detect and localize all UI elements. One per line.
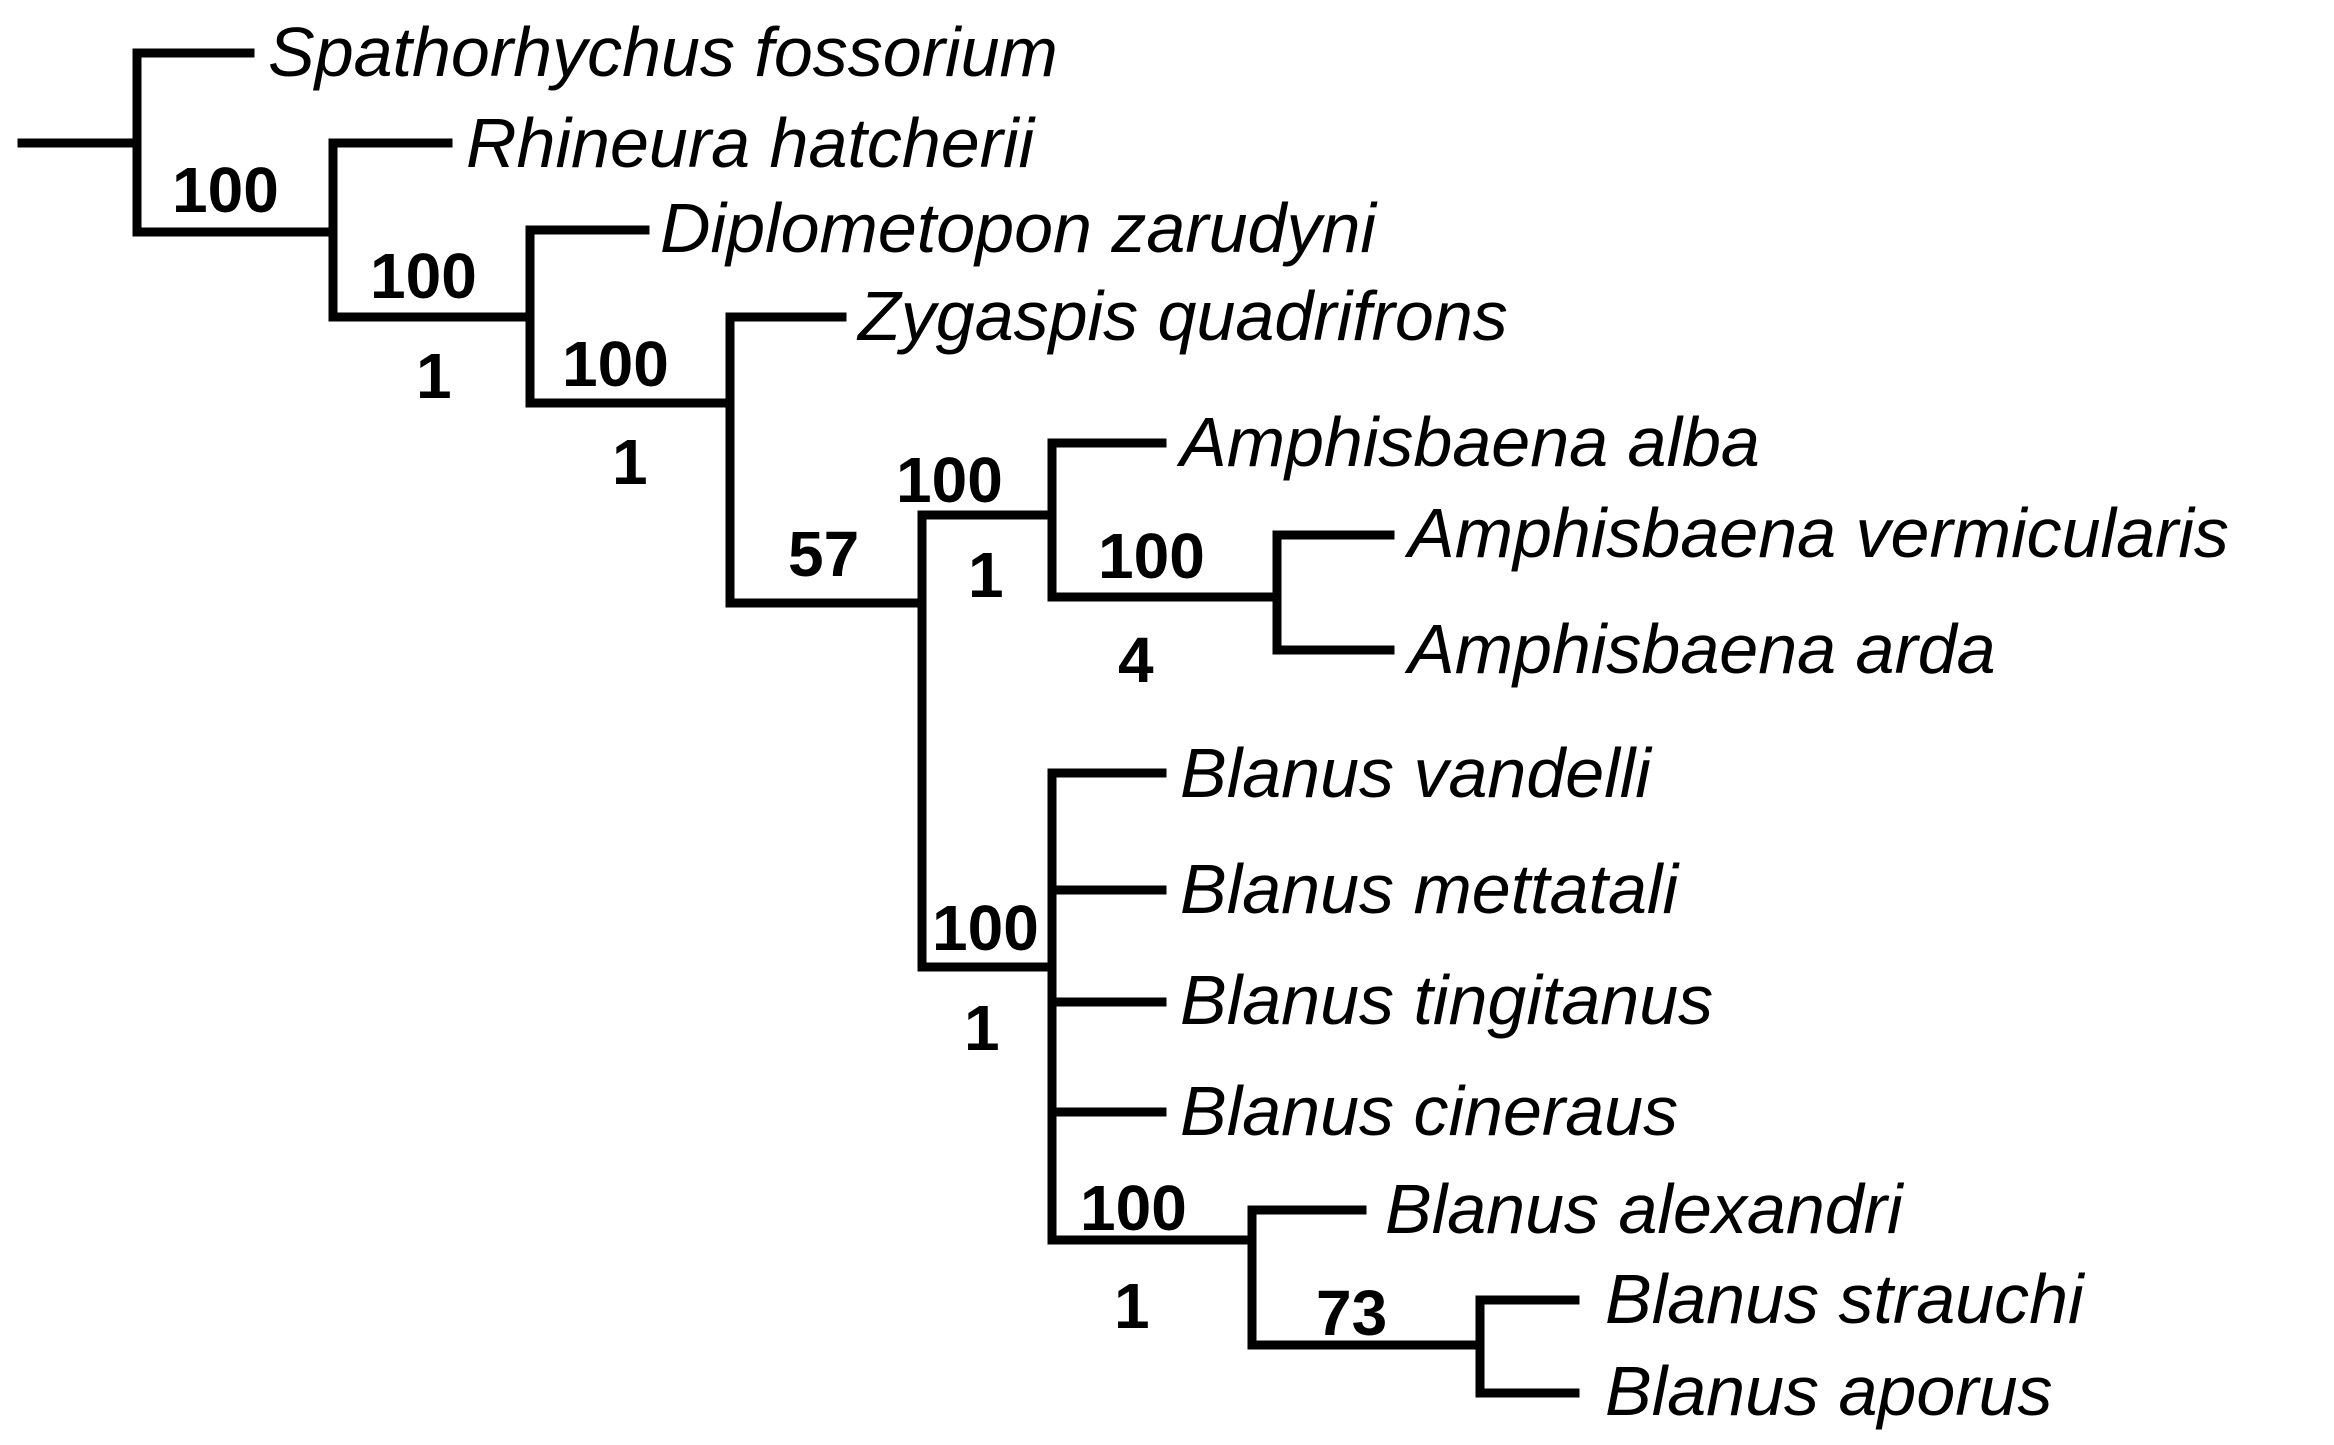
taxon-label: Zygaspis quadrifrons xyxy=(856,277,1508,355)
taxon-label: Diplometopon zarudyni xyxy=(660,189,1378,267)
bootstrap-value: 100 xyxy=(1080,1172,1187,1244)
taxon-label: Blanus tingitanus xyxy=(1180,961,1713,1039)
taxon-label: Blanus cineraus xyxy=(1180,1072,1678,1150)
taxon-label: Blanus vandelli xyxy=(1180,734,1653,812)
taxon-label: Amphisbaena vermicularis xyxy=(1404,494,2229,572)
bootstrap-value: 73 xyxy=(1316,1277,1387,1349)
bremer-value: 1 xyxy=(964,992,1000,1064)
bremer-value: 1 xyxy=(416,340,452,412)
bootstrap-value: 100 xyxy=(932,892,1039,964)
bootstrap-value: 57 xyxy=(788,518,859,590)
taxon-label: Amphisbaena alba xyxy=(1176,403,1760,481)
bootstrap-value: 100 xyxy=(896,444,1003,516)
bootstrap-value: 100 xyxy=(1098,520,1205,592)
taxon-label: Amphisbaena arda xyxy=(1404,610,1996,688)
bremer-value: 1 xyxy=(1114,1270,1150,1342)
bootstrap-value: 100 xyxy=(562,328,669,400)
bremer-value: 1 xyxy=(968,539,1004,611)
bremer-value: 4 xyxy=(1118,624,1154,696)
taxon-label: Blanus strauchi xyxy=(1605,1260,2086,1338)
taxon-label: Rhineura hatcherii xyxy=(466,104,1037,182)
bootstrap-value: 100 xyxy=(370,240,477,312)
bremer-value: 1 xyxy=(612,426,648,498)
taxon-label: Blanus mettatali xyxy=(1180,850,1680,928)
taxon-label: Blanus alexandri xyxy=(1385,1170,1905,1248)
taxon-label: Spathorhychus fossorium xyxy=(268,13,1058,91)
bootstrap-value: 100 xyxy=(172,154,279,226)
taxon-label: Blanus aporus xyxy=(1605,1352,2053,1430)
